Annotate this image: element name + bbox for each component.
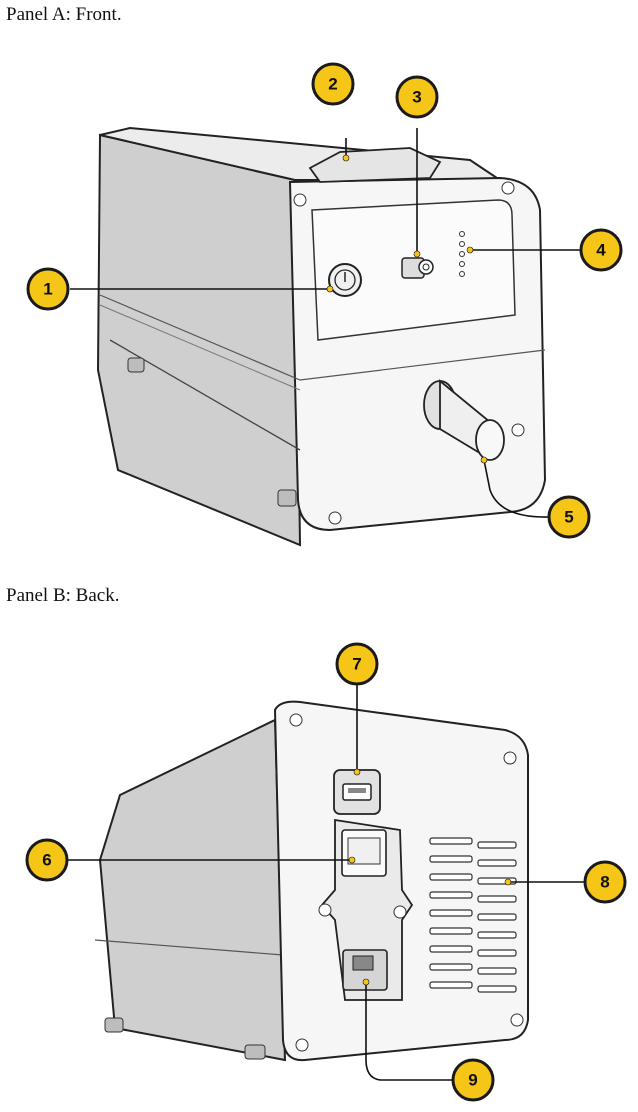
- callout-8: 8: [583, 860, 627, 904]
- foot: [127, 357, 145, 373]
- panel-b-title: Panel B: Back.: [6, 585, 120, 606]
- output-port: [423, 379, 505, 461]
- back-view-drawing: 7 6 8 9: [25, 642, 627, 1102]
- usb-port: [333, 769, 381, 815]
- svg-text:8: 8: [600, 873, 609, 892]
- panel-a-title: Panel A: Front.: [6, 4, 122, 25]
- screw: [501, 181, 515, 195]
- svg-text:3: 3: [412, 88, 421, 107]
- leader-lines: [70, 128, 580, 518]
- screw: [503, 751, 517, 765]
- callout-4: 4: [579, 228, 623, 272]
- callout-3: 3: [395, 75, 439, 119]
- screw: [510, 1013, 524, 1027]
- svg-text:2: 2: [328, 75, 337, 94]
- screw: [328, 511, 342, 525]
- front-view-drawing: 1 2 3 4 5: [26, 62, 623, 547]
- callout-9: 9: [451, 1058, 495, 1102]
- leader-lines: [68, 685, 584, 1081]
- svg-text:5: 5: [564, 508, 573, 527]
- device-side: [96, 133, 302, 547]
- screw: [293, 193, 307, 207]
- callout-5: 5: [547, 495, 591, 539]
- callout-1: 1: [26, 267, 70, 311]
- screw: [295, 1038, 309, 1052]
- svg-text:9: 9: [468, 1071, 477, 1090]
- foot: [277, 489, 297, 507]
- callout-6: 6: [25, 838, 69, 882]
- screw: [289, 713, 303, 727]
- foot: [244, 1044, 266, 1060]
- power-module: [318, 818, 414, 1001]
- callout-7: 7: [335, 642, 379, 686]
- top-handle: [308, 147, 442, 183]
- svg-text:7: 7: [352, 655, 361, 674]
- device-side: [98, 718, 287, 1062]
- callout-2: 2: [311, 62, 355, 106]
- svg-text:4: 4: [596, 241, 606, 260]
- foot: [104, 1017, 124, 1033]
- svg-text:6: 6: [42, 851, 51, 870]
- screw: [511, 423, 525, 437]
- status-leds: [459, 231, 465, 277]
- svg-text:1: 1: [43, 280, 52, 299]
